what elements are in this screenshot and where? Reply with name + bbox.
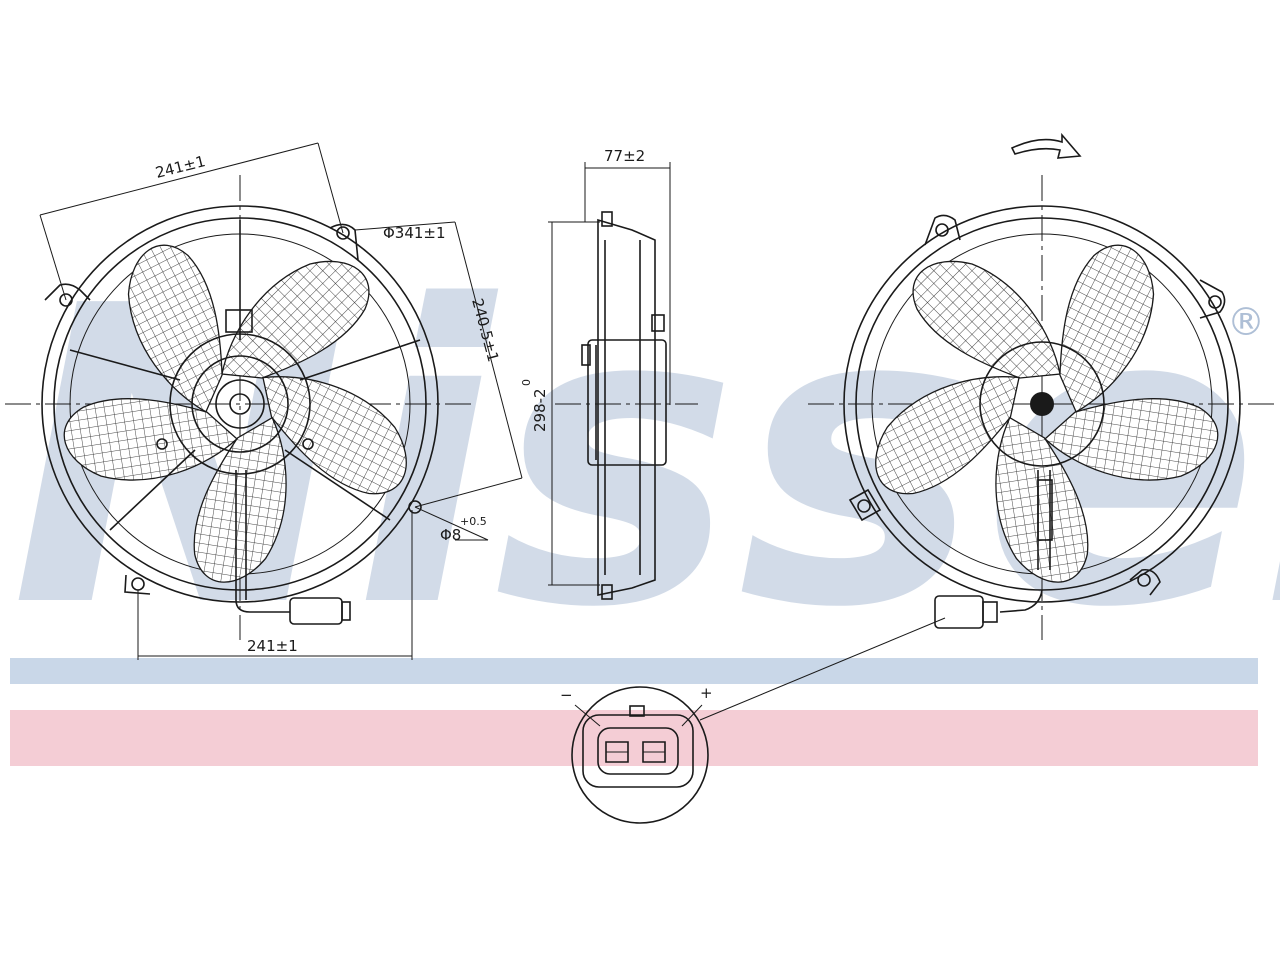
dim-width-bottom: 241±1 (247, 637, 298, 655)
dim-width-top: 241±1 (154, 152, 208, 182)
connector-plus-label: + (700, 684, 713, 702)
dim-diameter: Φ341±1 (383, 224, 446, 242)
dim-height-tolerance: 0 (520, 379, 533, 386)
dim-height: 298-2 (531, 388, 549, 432)
dim-hole-tolerance: +0.5 (460, 515, 487, 528)
connector-minus-label: − (560, 686, 573, 704)
rotation-arrow-icon (1010, 132, 1082, 159)
pink-band (10, 710, 1258, 766)
front-view (5, 142, 523, 660)
dim-depth: 77±2 (604, 147, 645, 165)
dim-hole-diameter: Φ8 (440, 526, 461, 544)
registered-mark: ® (1227, 300, 1265, 344)
blue-band (10, 658, 1258, 684)
watermark-text: Nissens (10, 219, 1280, 697)
rear-view (699, 132, 1275, 721)
connector-detail (571, 686, 709, 824)
side-view (548, 162, 698, 600)
